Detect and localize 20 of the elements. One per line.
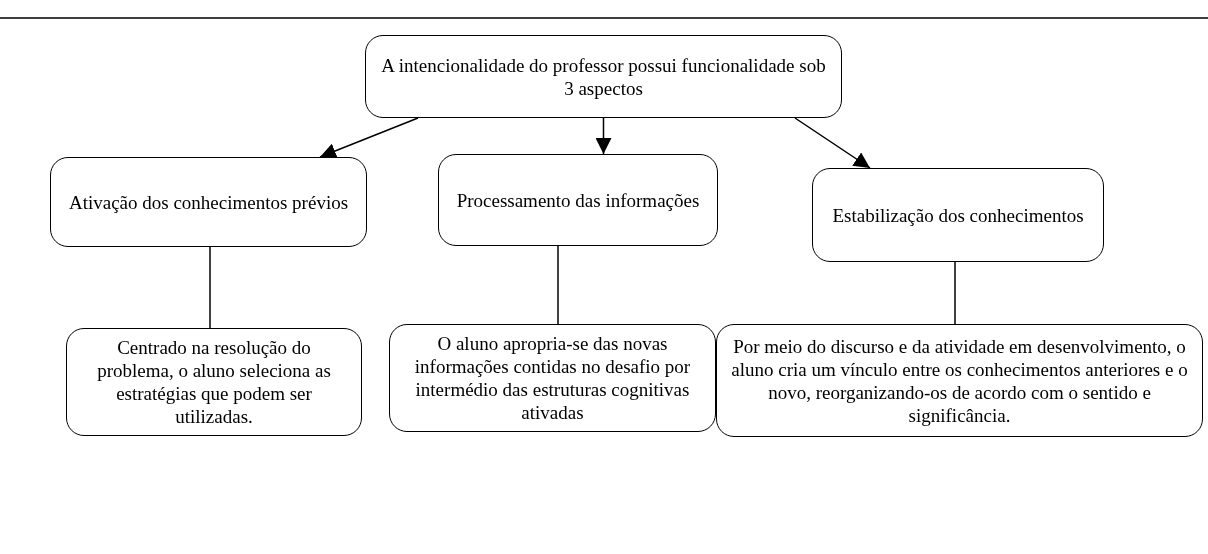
rounded-box <box>365 35 842 118</box>
connector-line <box>209 246 211 329</box>
arrow <box>595 117 612 155</box>
rounded-box <box>50 157 367 247</box>
rounded-box <box>812 168 1104 262</box>
box-text: Ativação dos conhecimentos prévios <box>68 190 349 214</box>
arrow <box>794 117 871 169</box>
rounded-box <box>66 328 362 436</box>
connector-line <box>954 261 956 325</box>
connector-line <box>557 245 559 325</box>
rounded-box <box>389 324 716 432</box>
arrow <box>319 117 419 159</box>
box-text: O aluno apropria-se das novas informações contidas no desafio por intermédio das estruturas cognitivas ativadas <box>413 332 692 424</box>
box-text: Centrado na resolução do problema, o aluno seleciona as estratégias que podem ser utilizadas. <box>96 336 332 428</box>
box-text: A intencionalidade do professor possui funcionalidade sob 3 aspectos <box>380 53 827 100</box>
rounded-box <box>716 324 1203 437</box>
box-text: Processamento das informações <box>456 188 700 212</box>
rounded-box <box>438 154 718 246</box>
box-text: Por meio do discurso e da atividade em desenvolvimento, o aluno cria um vínculo entre os conhecimentos anteriores e o novo, reorganizando-os de acordo com o sentido e significância. <box>730 334 1189 427</box>
box-text: Estabilização dos conhecimentos <box>832 203 1084 227</box>
